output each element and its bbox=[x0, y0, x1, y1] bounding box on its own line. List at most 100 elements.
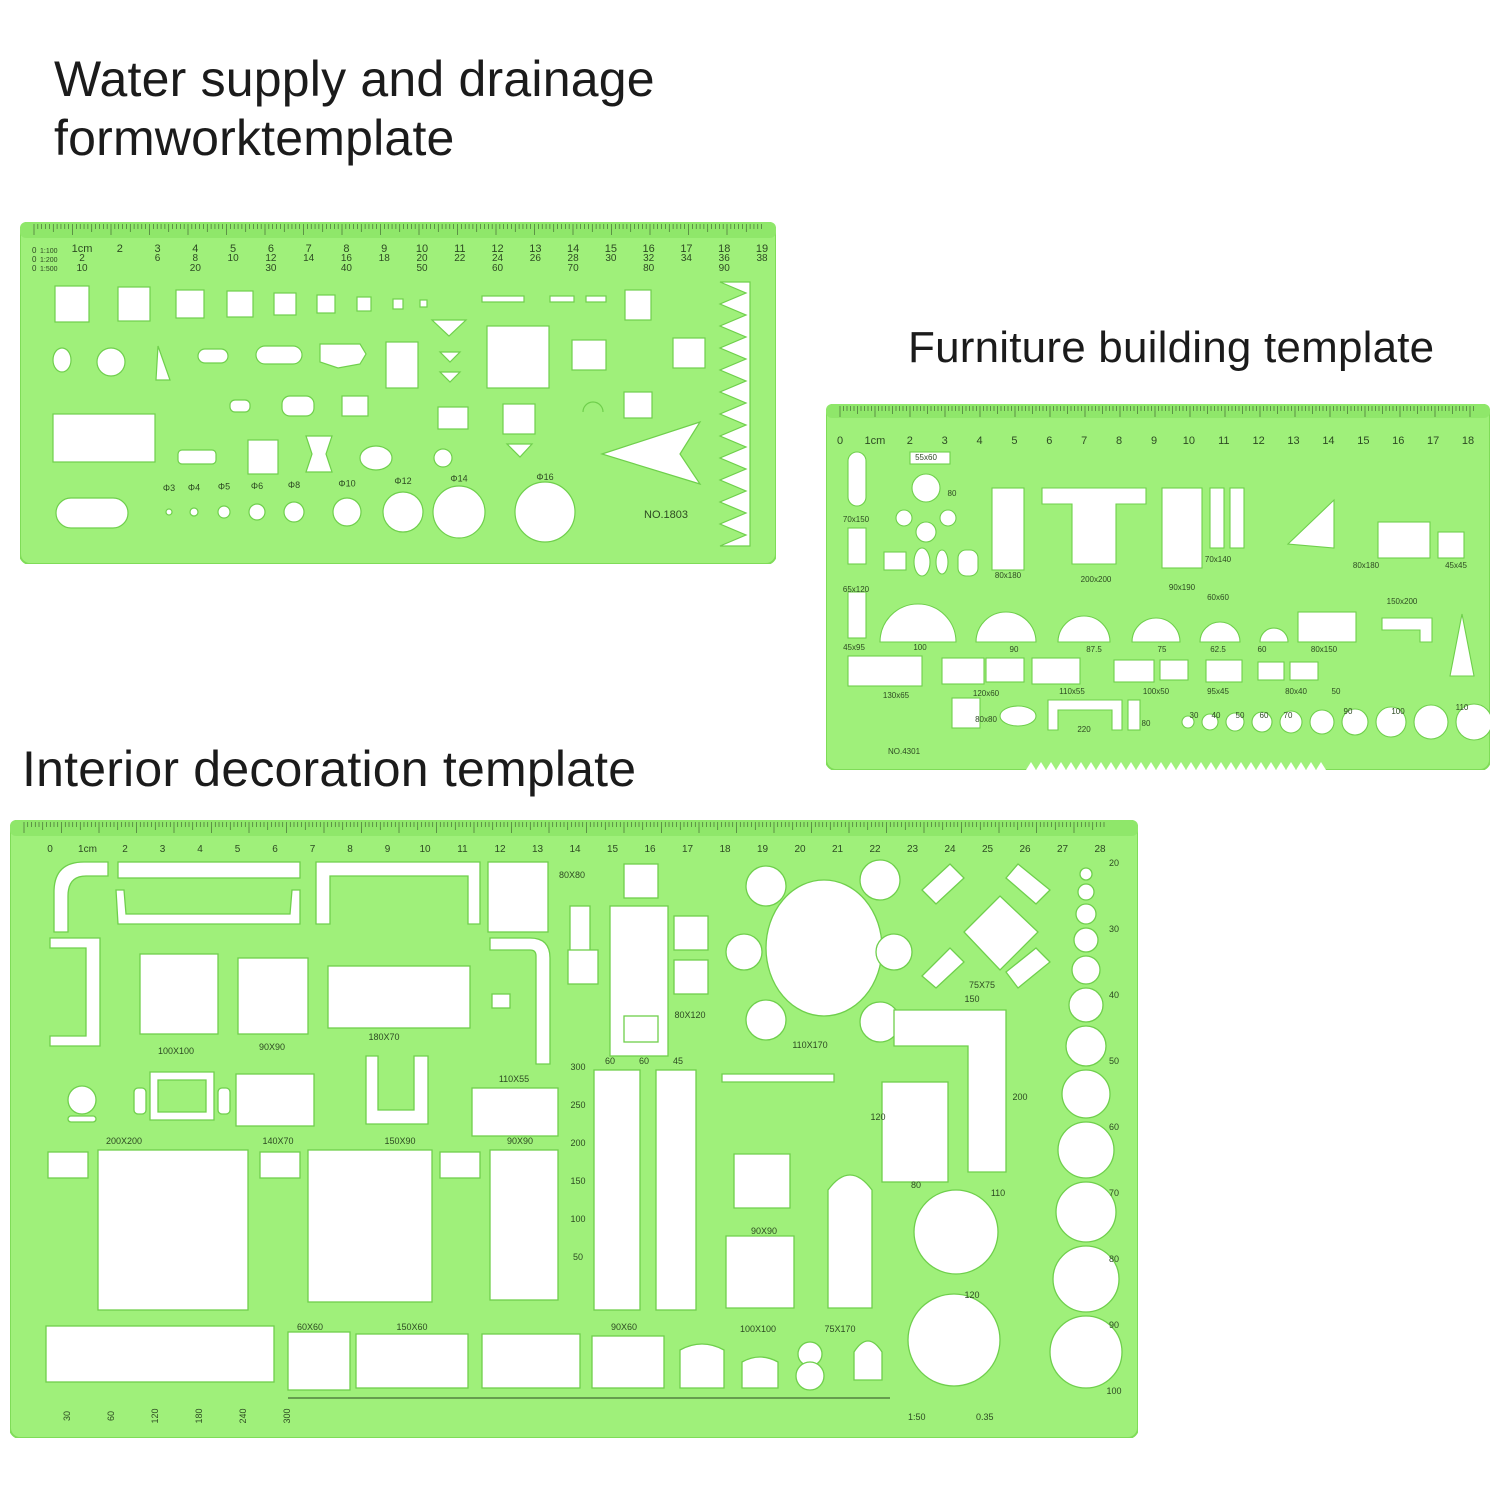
water-scale-3: 0 bbox=[32, 264, 37, 273]
furniture-cutout-ellipse bbox=[935, 549, 949, 575]
interior-cutout-arch bbox=[679, 1343, 725, 1389]
furniture-cutout-ellipse bbox=[999, 705, 1037, 727]
interior-size-label: 90X90 bbox=[751, 1226, 777, 1236]
water-unit-label: 18 bbox=[718, 243, 730, 255]
furniture-size-label: 150x200 bbox=[1387, 597, 1418, 606]
interior-ruler-label: 20 bbox=[794, 844, 806, 855]
interior-cutout-chair bbox=[921, 863, 965, 905]
furniture-ruler-label: 7 bbox=[1081, 435, 1087, 447]
furniture-circle-cutout bbox=[1225, 712, 1245, 732]
interior-cutout-chair bbox=[673, 959, 709, 995]
water-cutout-square bbox=[486, 325, 550, 389]
interior-size-label: 180X70 bbox=[368, 1032, 399, 1042]
interior-size-label: 120 bbox=[964, 1290, 979, 1300]
water-unit-label: 28 bbox=[568, 253, 580, 264]
interior-cutout-counter bbox=[481, 1333, 581, 1389]
furniture-cutout-rect bbox=[1289, 661, 1319, 681]
furniture-cutout-bed-200x200 bbox=[1041, 487, 1147, 565]
furniture-ruler-label: 11 bbox=[1218, 435, 1229, 447]
furniture-circle-cutouts bbox=[1181, 703, 1490, 741]
water-unit-label: 10 bbox=[228, 253, 240, 264]
water-unit-label: 17 bbox=[680, 243, 692, 255]
water-scale-2: 0 bbox=[32, 255, 37, 264]
interior-ruler-label: 14 bbox=[569, 844, 581, 855]
water-unit-label: 14 bbox=[567, 243, 579, 255]
furniture-size-label: 80x40 bbox=[1285, 687, 1307, 696]
water-unit-label: 26 bbox=[530, 253, 542, 264]
interior-right-scale: 90 bbox=[1109, 1320, 1119, 1330]
water-circle-cutout bbox=[217, 505, 231, 519]
interior-cutout-sofa-back bbox=[117, 861, 301, 879]
interior-cutout-round bbox=[67, 1085, 97, 1115]
water-unit-label: 32 bbox=[643, 253, 655, 264]
water-unit-label: 2 bbox=[79, 253, 85, 264]
water-scale-1: 0 bbox=[32, 246, 37, 255]
water-cutout-triangle bbox=[155, 345, 171, 381]
furniture-cutout-chair bbox=[939, 509, 957, 527]
water-circle-cutout bbox=[382, 491, 424, 533]
interior-circle-cutout bbox=[1079, 867, 1093, 881]
water-unit-label: 30 bbox=[265, 263, 277, 274]
furniture-cutout-rect bbox=[985, 657, 1025, 683]
water-cutout-capsule bbox=[177, 449, 217, 465]
interior-left-scale: 300 bbox=[282, 1408, 292, 1423]
water-unit-label: 70 bbox=[568, 263, 580, 274]
water-circle-cutout bbox=[332, 497, 362, 527]
furniture-ruler-label: 15 bbox=[1357, 435, 1369, 447]
furniture-cutout-rect bbox=[847, 655, 923, 687]
furniture-size-label: 80x180 bbox=[995, 571, 1022, 580]
furniture-cutout-bed bbox=[991, 487, 1025, 571]
water-unit-label: 10 bbox=[416, 243, 428, 255]
furniture-cutout-table bbox=[911, 473, 941, 503]
interior-cutout-chair bbox=[745, 865, 787, 907]
interior-cutout-chair bbox=[745, 999, 787, 1041]
water-cutout-square bbox=[672, 337, 706, 369]
furniture-sawtooth-edge bbox=[1026, 762, 1326, 770]
water-cutout-rect bbox=[437, 406, 469, 430]
interior-cutout-chair bbox=[725, 933, 763, 971]
water-circle-cutout bbox=[189, 507, 199, 517]
water-circle-label: Φ16 bbox=[536, 472, 553, 482]
water-unit-label: 1cm bbox=[72, 243, 93, 255]
furniture-ruler-label: 0 bbox=[837, 435, 843, 447]
water-cutout-bar bbox=[585, 295, 607, 303]
interior-ruler-ticks bbox=[23, 822, 1105, 833]
furniture-size-label: 80 bbox=[948, 489, 957, 498]
interior-size-label: 150X60 bbox=[396, 1322, 427, 1332]
interior-ruler-label: 3 bbox=[160, 844, 166, 855]
interior-ruler-label: 18 bbox=[719, 844, 731, 855]
water-circle-cutout bbox=[432, 485, 486, 539]
furniture-ruler-label: 5 bbox=[1011, 435, 1017, 447]
water-cutout-rect bbox=[247, 439, 279, 475]
furniture-cutout-rect bbox=[1205, 659, 1243, 683]
furniture-cutout-rect bbox=[1297, 611, 1357, 643]
interior-ruler-label: 12 bbox=[494, 844, 506, 855]
water-circle-cutout bbox=[165, 508, 173, 516]
furniture-cutout-rect bbox=[847, 591, 867, 639]
water-cutout-capsule bbox=[197, 348, 229, 364]
furniture-circle-cutout bbox=[1279, 710, 1303, 734]
interior-size-label: 150X90 bbox=[384, 1136, 415, 1146]
interior-cutout-table-180x70 bbox=[327, 965, 471, 1029]
water-unit-label: 90 bbox=[719, 263, 731, 274]
interior-ruler-label: 27 bbox=[1057, 844, 1069, 855]
interior-bed-width: 45 bbox=[673, 1056, 683, 1066]
furniture-size-label: 200x200 bbox=[1081, 575, 1112, 584]
interior-size-label: 150 bbox=[964, 994, 979, 1004]
interior-circle-cutout bbox=[1071, 955, 1101, 985]
water-scale-label-3: 1:500 bbox=[40, 266, 58, 273]
interior-cutout-bed-strip bbox=[655, 1069, 697, 1311]
interior-size-label: 90X60 bbox=[611, 1322, 637, 1332]
furniture-ruler-label: 18 bbox=[1462, 435, 1474, 447]
interior-ruler-label: 25 bbox=[982, 844, 994, 855]
furniture-cutout-rect bbox=[1113, 659, 1155, 683]
furniture-size-label: 75 bbox=[1158, 645, 1167, 654]
furniture-size-label: 100 bbox=[913, 643, 927, 652]
water-unit-label: 50 bbox=[416, 263, 428, 274]
water-cutout-triangle bbox=[430, 319, 468, 337]
interior-cutout-bed-90x90 bbox=[237, 957, 309, 1035]
furniture-size-label: 87.5 bbox=[1086, 645, 1102, 654]
furniture-cutout-wedge bbox=[1286, 498, 1335, 549]
water-scale-label-1: 1:100 bbox=[40, 248, 58, 255]
